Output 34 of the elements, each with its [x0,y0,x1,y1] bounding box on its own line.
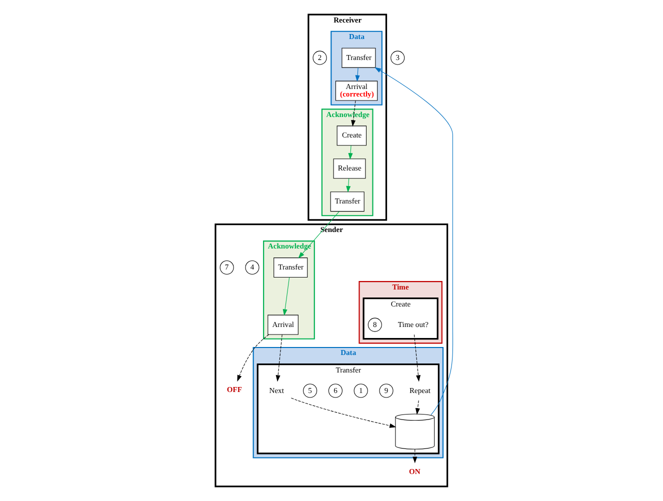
arrow [346,178,350,193]
node-box: Transfer [341,48,376,68]
arrow [350,100,356,127]
node-box: Transfer [330,192,364,212]
node-circle: 3 [390,50,404,65]
node-text: OFF [226,385,242,394]
node-circle: 6 [328,384,342,398]
arrow [290,398,396,428]
arrow [354,67,360,82]
node-circle: 1 [353,384,368,398]
node-box: Create [336,126,366,146]
arrow [282,277,290,316]
node-box: Release [332,158,366,179]
node-text: Repeat [409,386,430,395]
arrow [348,145,352,160]
arrow [414,400,420,415]
node-text: Next [268,386,284,395]
node-circle: 8 [367,318,382,332]
node-text: Time out? [397,320,428,329]
node-box: Arrival [267,314,298,335]
node-box: Arrival (correctly) [334,80,378,101]
node-circle: 2 [312,50,326,65]
arrow [275,334,282,382]
arrow [298,211,339,258]
node-circle: 5 [302,384,317,398]
node-text: ON [408,466,420,476]
node-circle: 4 [244,260,259,275]
arrow [374,67,453,416]
arrow [412,448,417,464]
node-circle: 9 [378,384,393,398]
node-circle: 7 [219,260,234,275]
node-box: Transfer [273,258,308,278]
arrow [236,334,269,382]
arrow [413,334,420,382]
